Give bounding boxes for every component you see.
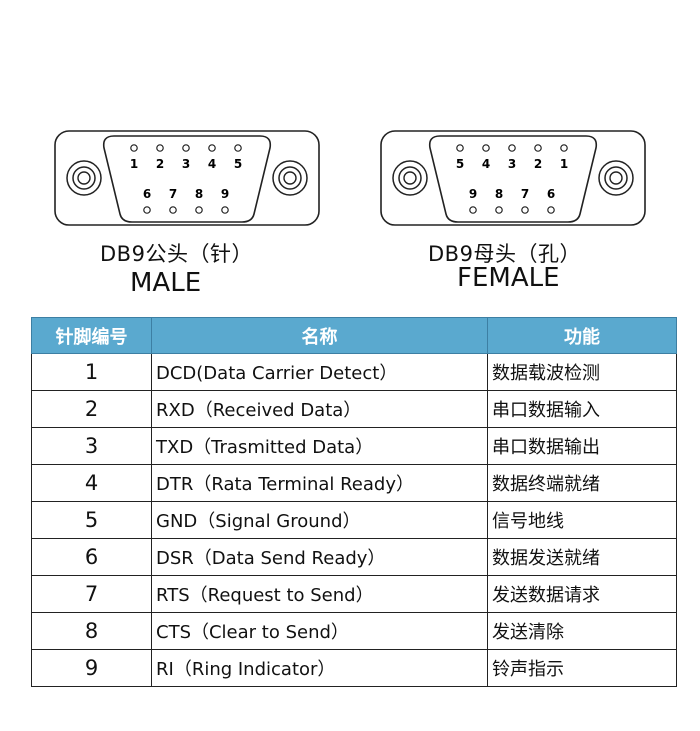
pin-hole: [156, 144, 164, 152]
pin-name-cell: CTS（Clear to Send）: [151, 612, 488, 650]
pin-hole: [534, 144, 542, 152]
female-connector-subtitle: FEMALE: [457, 263, 560, 293]
pin-hole: [130, 144, 138, 152]
pin-hole: [195, 206, 203, 214]
pin-label: 6: [143, 187, 151, 201]
pin-label: 7: [169, 187, 177, 201]
pin-hole: [495, 206, 503, 214]
header-name: 名称: [151, 317, 488, 354]
pin-hole: [234, 144, 242, 152]
pin-label: 8: [195, 187, 203, 201]
d-sub-shell: [102, 135, 272, 223]
mounting-screw-right: [598, 160, 634, 196]
pin-label: 9: [469, 187, 477, 201]
pin-number-cell: 1: [31, 353, 152, 391]
male-pin-holes: 1 2 3 4 5 6 7 8 9: [130, 144, 242, 214]
pin-number-cell: 3: [31, 427, 152, 465]
male-connector-title: DB9公头（针）: [100, 242, 253, 266]
pin-hole: [547, 206, 555, 214]
pin-number-cell: 4: [31, 464, 152, 502]
pin-label: 1: [130, 157, 138, 171]
pin-hole: [221, 206, 229, 214]
pin-hole: [521, 206, 529, 214]
pin-number-cell: 2: [31, 390, 152, 428]
male-connector-subtitle: MALE: [130, 268, 202, 298]
pin-function-cell: 数据终端就绪: [487, 464, 677, 502]
pin-number-cell: 9: [31, 649, 152, 687]
pin-function-cell: 铃声指示: [487, 649, 677, 687]
pin-label: 7: [521, 187, 529, 201]
pin-number-cell: 6: [31, 538, 152, 576]
pin-label: 5: [456, 157, 464, 171]
pin-label: 1: [560, 157, 568, 171]
pin-name-cell: RI（Ring Indicator）: [151, 649, 488, 687]
female-pin-holes: 5 4 3 2 1 9 8 7 6: [456, 144, 568, 214]
pin-name-cell: TXD（Trasmitted Data）: [151, 427, 488, 465]
mounting-screw-left: [66, 160, 102, 196]
db9-female-connector: 5 4 3 2 1 9 8 7 6: [380, 130, 646, 226]
pin-function-cell: 数据载波检测: [487, 353, 677, 391]
pin-function-cell: 发送清除: [487, 612, 677, 650]
pin-label: 5: [234, 157, 242, 171]
pin-label: 8: [495, 187, 503, 201]
pin-label: 3: [182, 157, 190, 171]
pin-hole: [182, 144, 190, 152]
pin-name-cell: DCD(Data Carrier Detect）: [151, 353, 488, 391]
table-header-row: 针脚编号 名称 功能: [31, 317, 677, 354]
pin-name-cell: DSR（Data Send Ready）: [151, 538, 488, 576]
header-function: 功能: [487, 317, 677, 354]
pin-number-cell: 8: [31, 612, 152, 650]
pin-hole: [482, 144, 490, 152]
pin-function-cell: 串口数据输出: [487, 427, 677, 465]
pin-label: 9: [221, 187, 229, 201]
pin-label: 2: [156, 157, 164, 171]
pin-function-cell: 发送数据请求: [487, 575, 677, 613]
pin-label: 6: [547, 187, 555, 201]
pin-function-cell: 数据发送就绪: [487, 538, 677, 576]
pin-hole: [456, 144, 464, 152]
female-connector-title: DB9母头（孔）: [428, 242, 581, 266]
pin-function-cell: 串口数据输入: [487, 390, 677, 428]
pin-function-cell: 信号地线: [487, 501, 677, 539]
pin-hole: [208, 144, 216, 152]
db9-male-connector: 1 2 3 4 5 6 7 8 9: [54, 130, 320, 226]
pin-hole: [143, 206, 151, 214]
header-pin-number: 针脚编号: [31, 317, 152, 354]
pin-hole: [508, 144, 516, 152]
pin-hole: [469, 206, 477, 214]
pin-number-cell: 7: [31, 575, 152, 613]
pin-number-cell: 5: [31, 501, 152, 539]
pin-label: 4: [208, 157, 216, 171]
pin-name-cell: GND（Signal Ground）: [151, 501, 488, 539]
pin-label: 4: [482, 157, 490, 171]
d-sub-shell: [428, 135, 598, 223]
pin-label: 3: [508, 157, 516, 171]
pin-hole: [169, 206, 177, 214]
pin-hole: [560, 144, 568, 152]
pin-label: 2: [534, 157, 542, 171]
pin-name-cell: RTS（Request to Send）: [151, 575, 488, 613]
pin-name-cell: DTR（Rata Terminal Ready）: [151, 464, 488, 502]
pin-name-cell: RXD（Received Data）: [151, 390, 488, 428]
mounting-screw-right: [272, 160, 308, 196]
mounting-screw-left: [392, 160, 428, 196]
